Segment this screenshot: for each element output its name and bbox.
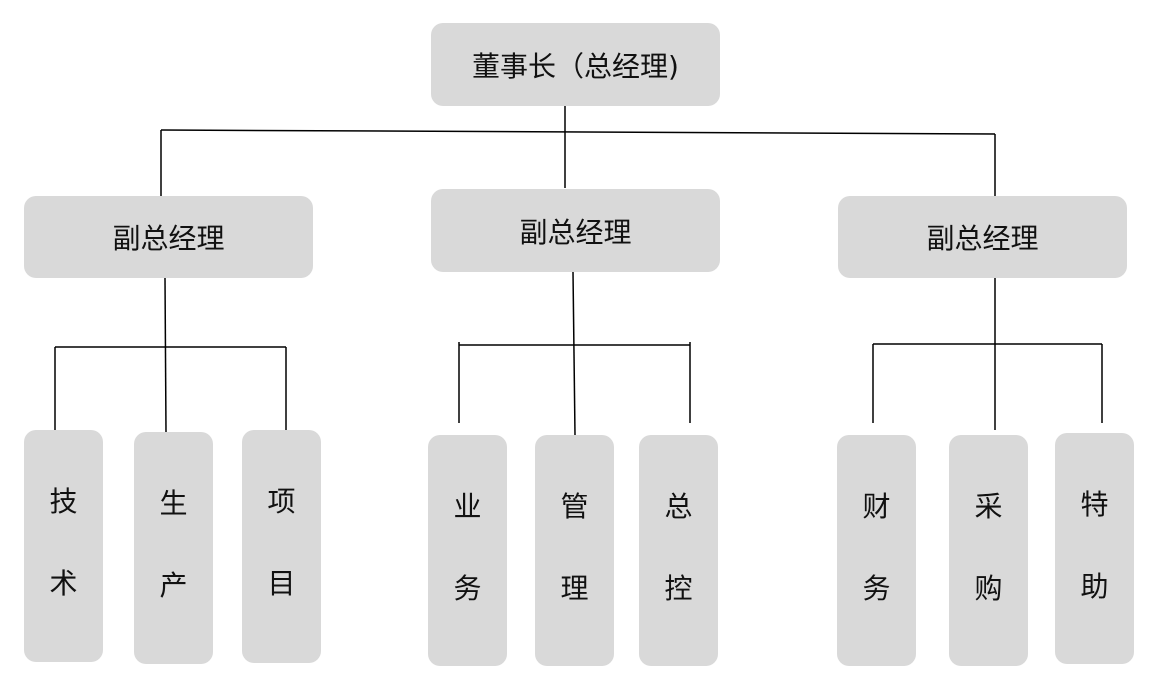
department-char: 生 bbox=[159, 487, 188, 520]
department-char: 购 bbox=[974, 572, 1003, 605]
manager-node-1: 副总经理 bbox=[24, 196, 313, 278]
connector-manager-2-trunk bbox=[572, 271, 576, 436]
manager-label: 副总经理 bbox=[926, 222, 1039, 255]
department-char: 产 bbox=[159, 569, 188, 602]
department-char: 特 bbox=[1080, 488, 1109, 521]
department-node-1-1: 技 术 bbox=[24, 430, 103, 662]
department-node-3-1: 财 务 bbox=[837, 435, 916, 666]
department-node-1-3: 项 目 bbox=[242, 430, 321, 663]
department-char: 业 bbox=[453, 490, 482, 523]
manager-node-2: 副总经理 bbox=[431, 189, 720, 272]
department-char: 务 bbox=[453, 572, 482, 605]
department-node-2-3: 总 控 bbox=[639, 435, 718, 666]
root-node: 董事长（总经理) bbox=[431, 23, 720, 106]
department-char: 项 bbox=[267, 485, 296, 518]
manager-label: 副总经理 bbox=[519, 215, 632, 249]
department-node-2-2: 管 理 bbox=[535, 435, 614, 666]
connector-root-bus bbox=[160, 129, 996, 135]
department-char: 务 bbox=[862, 572, 891, 605]
department-char: 管 bbox=[560, 490, 589, 523]
department-node-3-2: 采 购 bbox=[949, 435, 1028, 666]
manager-node-3: 副总经理 bbox=[838, 196, 1127, 278]
department-char: 财 bbox=[862, 490, 891, 523]
department-char: 总 bbox=[664, 490, 693, 523]
department-char: 目 bbox=[267, 567, 296, 600]
department-node-3-3: 特 助 bbox=[1055, 433, 1134, 664]
department-char: 控 bbox=[664, 572, 693, 605]
department-node-2-1: 业 务 bbox=[428, 435, 507, 666]
department-char: 采 bbox=[974, 490, 1003, 523]
department-char: 理 bbox=[560, 572, 589, 605]
manager-label: 副总经理 bbox=[112, 222, 225, 255]
department-node-1-2: 生 产 bbox=[134, 432, 213, 664]
department-char: 技 bbox=[49, 485, 78, 518]
department-char: 助 bbox=[1080, 570, 1109, 603]
root-label: 董事长（总经理) bbox=[472, 49, 679, 83]
department-char: 术 bbox=[49, 567, 78, 600]
connector-manager-1-trunk bbox=[164, 277, 167, 433]
